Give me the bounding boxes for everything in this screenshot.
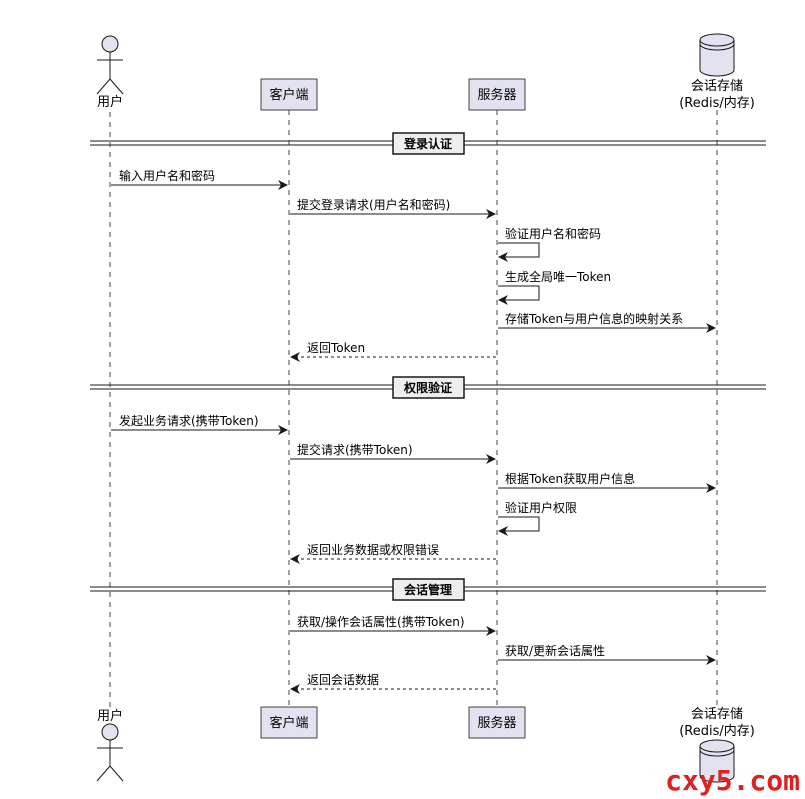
section-divider-session: 会话管理 xyxy=(90,578,766,601)
message-label-14: 返回会话数据 xyxy=(307,672,379,687)
message-label-9: 根据Token获取用户信息 xyxy=(505,471,635,486)
participant-user-label-top: 用户 xyxy=(97,94,123,110)
participant-server-top: 服务器 xyxy=(468,78,526,111)
message-label-8: 提交请求(携带Token) xyxy=(297,442,413,457)
participant-store-bottom: 会话存储 (Redis/内存) xyxy=(679,707,755,783)
section-title-perm: 权限验证 xyxy=(403,380,452,395)
message-label-2: 提交登录请求(用户名和密码) xyxy=(297,197,450,212)
message-label-13: 获取/更新会话属性 xyxy=(505,643,605,658)
participant-server-label-top: 服务器 xyxy=(477,87,516,103)
section-title-session: 会话管理 xyxy=(404,582,452,597)
messages xyxy=(111,180,716,694)
message-label-5: 存储Token与用户信息的映射关系 xyxy=(505,311,683,326)
message-label-11: 返回业务数据或权限错误 xyxy=(307,542,439,557)
participant-store-label2-bottom: (Redis/内存) xyxy=(679,723,755,739)
participant-store-label1-bottom: 会话存储 xyxy=(691,707,743,722)
database-icon xyxy=(699,739,735,783)
participant-client-label-top: 客户端 xyxy=(269,87,308,103)
participant-store-top: 会话存储 (Redis/内存) xyxy=(679,33,755,111)
section-divider-perm: 权限验证 xyxy=(90,376,766,399)
participant-server-label-bottom: 服务器 xyxy=(477,715,516,731)
actor-head xyxy=(101,35,119,53)
participant-store-label2-top: (Redis/内存) xyxy=(679,95,755,111)
message-label-4: 生成全局唯一Token xyxy=(505,269,611,284)
message-arrow-3 xyxy=(498,242,540,262)
message-labels: 输入用户名和密码 提交登录请求(用户名和密码) 验证用户名和密码 生成全局唯一T… xyxy=(119,168,683,687)
message-label-12: 获取/操作会话属性(携带Token) xyxy=(297,614,465,629)
actor-head xyxy=(101,723,119,741)
participant-client-top: 客户端 xyxy=(260,78,318,111)
watermark-logo: cxy5.com xyxy=(665,764,800,797)
participant-user-top xyxy=(96,35,124,95)
participant-store-label1-top: 会话存储 xyxy=(691,79,743,94)
participant-client-label-bottom: 客户端 xyxy=(269,715,308,731)
participant-client-bottom: 客户端 xyxy=(260,706,318,739)
message-label-3: 验证用户名和密码 xyxy=(505,226,601,241)
section-divider-login: 登录认证 xyxy=(90,132,766,155)
section-title-login: 登录认证 xyxy=(403,136,452,151)
message-label-7: 发起业务请求(携带Token) xyxy=(119,413,259,428)
message-label-6: 返回Token xyxy=(307,341,365,355)
message-label-10: 验证用户权限 xyxy=(505,500,577,515)
participant-server-bottom: 服务器 xyxy=(468,706,526,739)
message-label-1: 输入用户名和密码 xyxy=(119,168,215,183)
participant-user-label-bottom: 用户 xyxy=(97,708,123,724)
message-arrow-4 xyxy=(498,285,540,305)
database-icon xyxy=(699,33,735,77)
message-arrow-10 xyxy=(498,516,540,536)
participant-user-bottom xyxy=(96,723,124,782)
